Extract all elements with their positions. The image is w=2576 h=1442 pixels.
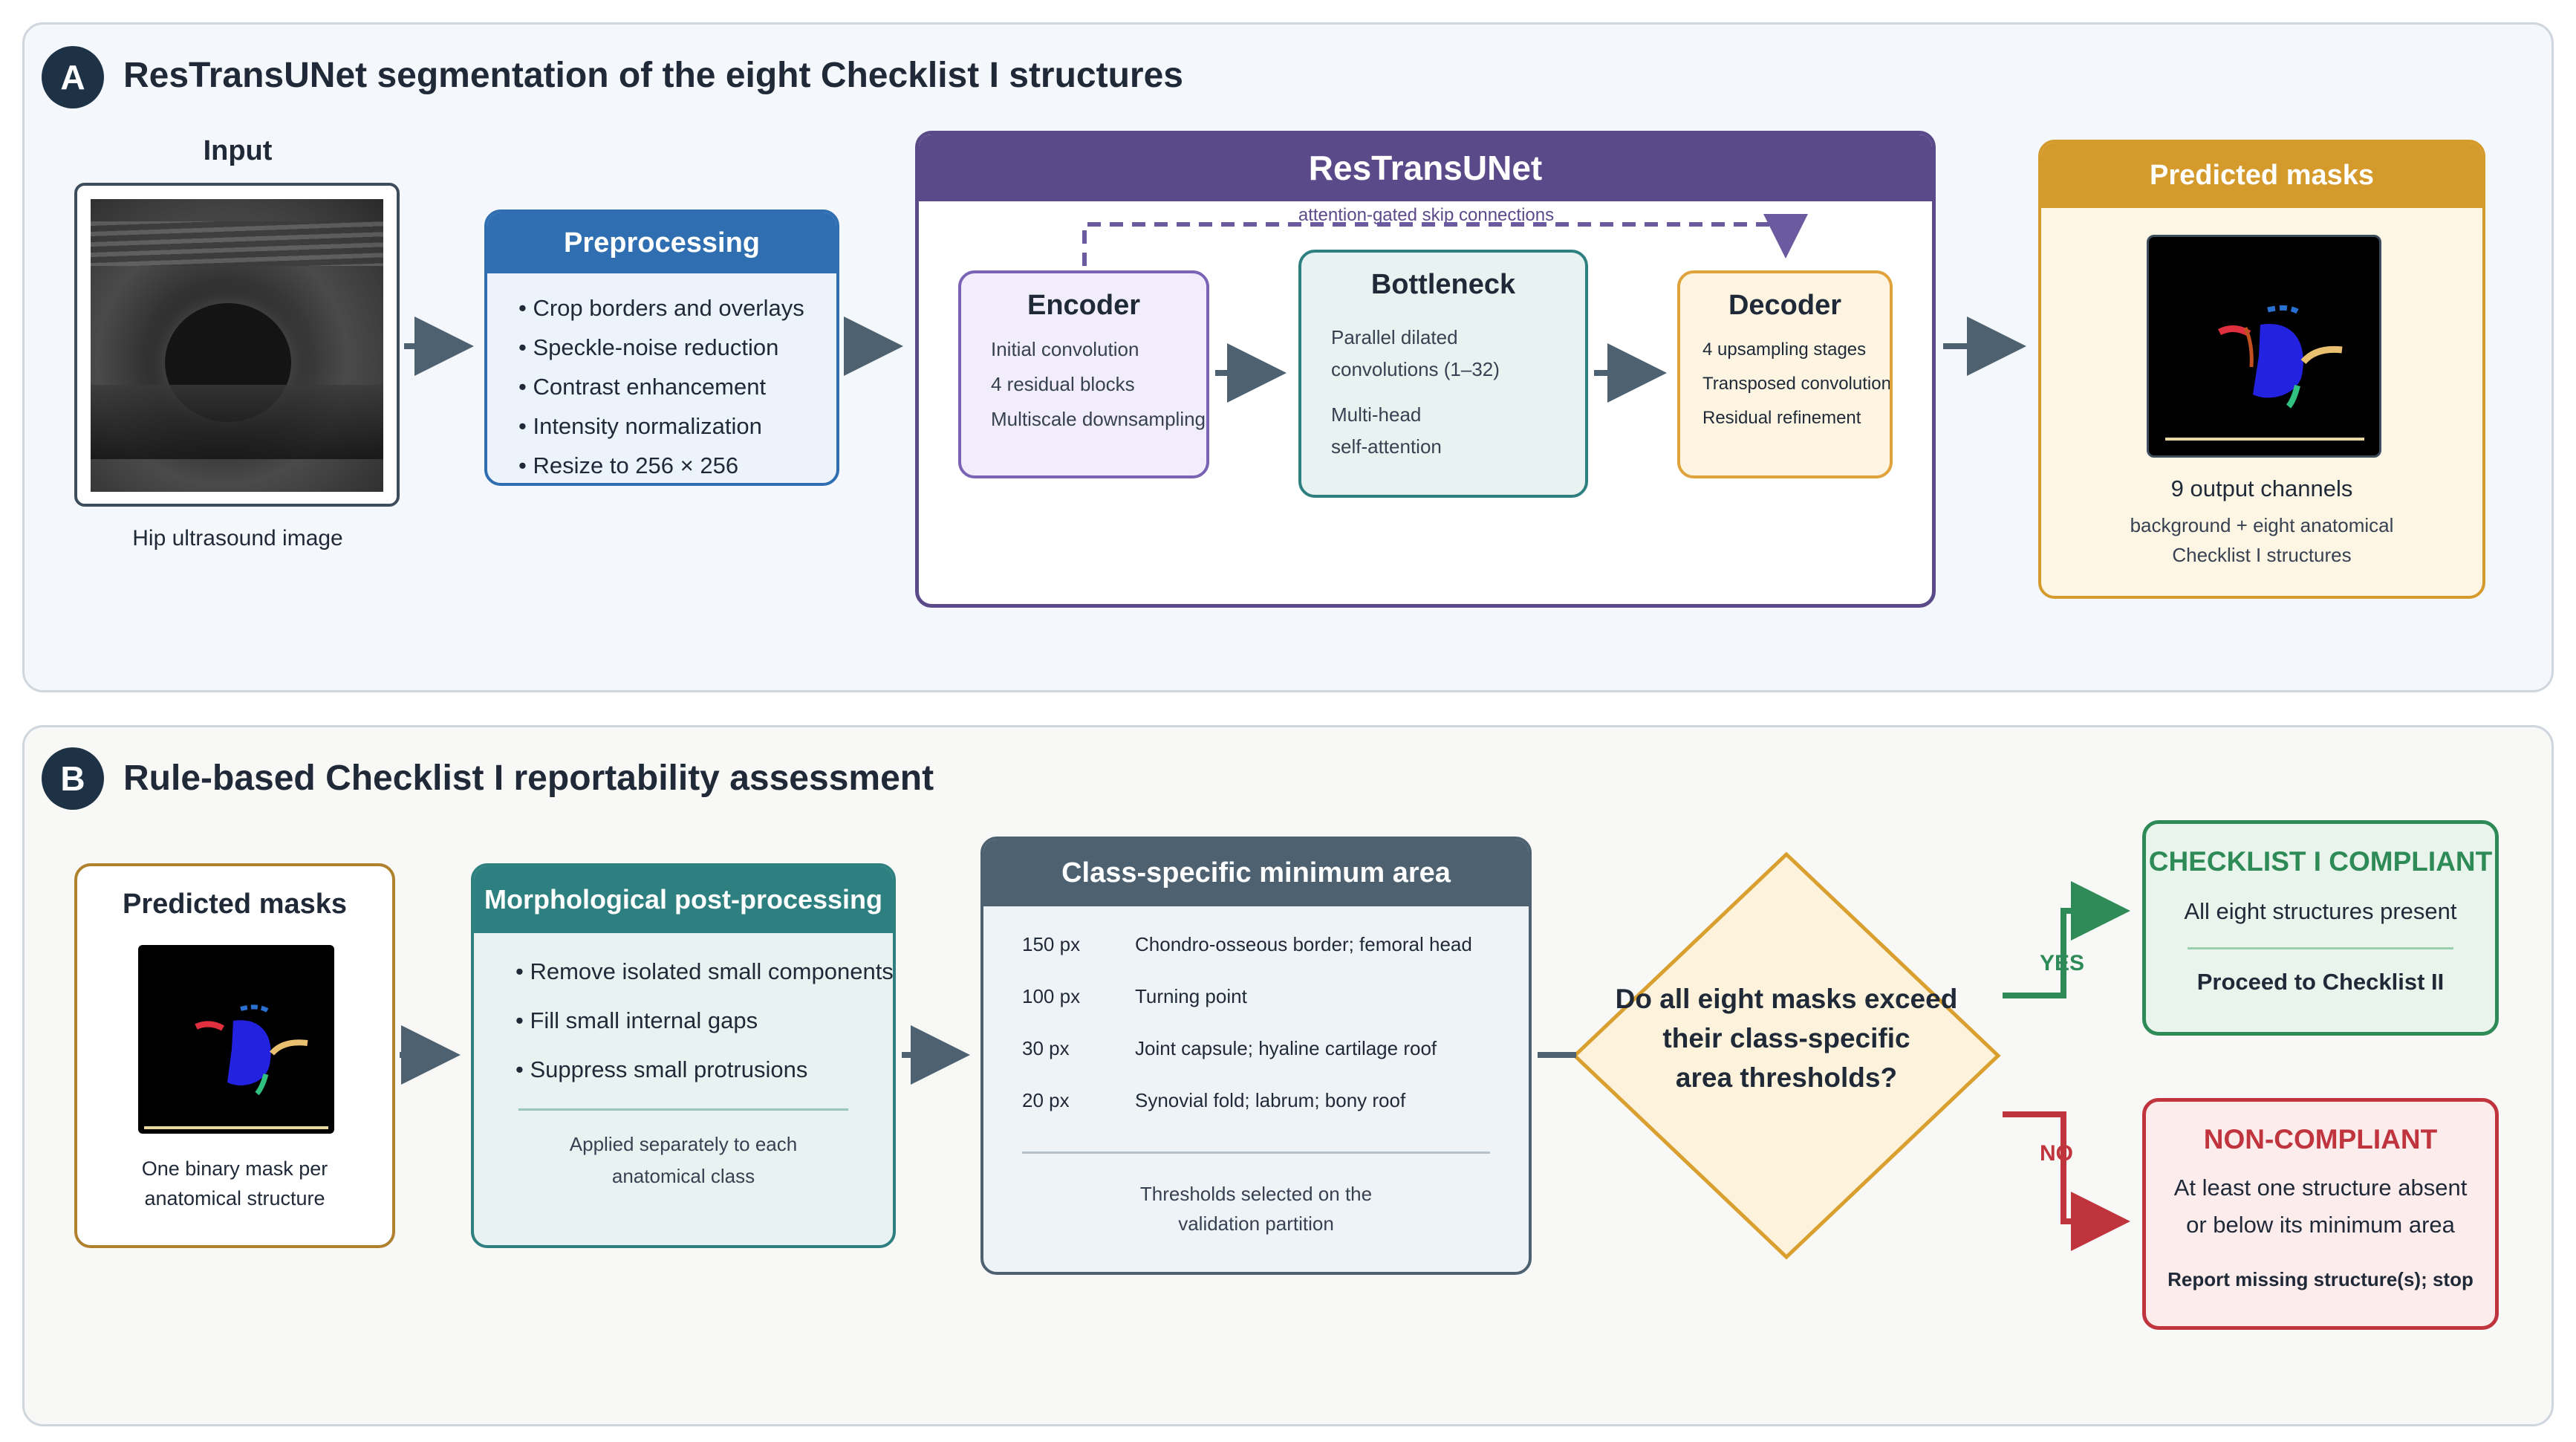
compliant-divider: [2188, 947, 2453, 949]
compliant-action: Proceed to Checklist II: [2196, 969, 2445, 995]
area-note-1: Thresholds selected on the: [1139, 1183, 1373, 1205]
no-label: NO: [2040, 1141, 2073, 1166]
skip-connection-line: [1082, 214, 1808, 266]
compliant-box: CHECKLIST I COMPLIANT All eight structur…: [2142, 820, 2499, 1036]
preprocessing-item: • Speckle-noise reduction: [518, 334, 779, 360]
masks-caption-2: anatomical structure: [144, 1187, 325, 1209]
noncompliant-desc-2: or below its minimum area: [2186, 1212, 2455, 1238]
predicted-masks-b-title: Predicted masks: [122, 889, 348, 920]
mask-b-shapes: [144, 1004, 328, 1129]
bottleneck-line: self-attention: [1331, 435, 1442, 458]
preprocessing-item: • Crop borders and overlays: [518, 295, 804, 321]
encoder-item: 4 residual blocks: [991, 373, 1135, 395]
encoder-box: Encoder Initial convolution 4 residual b…: [958, 270, 1209, 478]
output-channels: 9 output channels: [2170, 475, 2353, 501]
preprocessing-box: Preprocessing • Crop borders and overlay…: [484, 210, 839, 486]
panel-a-title: ResTransUNet segmentation of the eight C…: [123, 56, 1183, 95]
predicted-masks-box: Predicted masks 9 output channels backgr…: [2038, 140, 2485, 599]
morph-item: • Fill small internal gaps: [515, 1007, 758, 1033]
bottleneck-line: Multi-head: [1331, 403, 1422, 426]
morph-note-2: anatomical class: [611, 1165, 755, 1187]
decision-line: their class-specific: [1662, 1023, 1910, 1053]
area-note-2: validation partition: [1178, 1212, 1334, 1235]
area-threshold: 150 px: [1022, 933, 1081, 955]
morph-item: • Suppress small protrusions: [515, 1056, 808, 1082]
area-threshold: 30 px: [1022, 1037, 1070, 1059]
arrow-yes: [2003, 881, 2130, 998]
area-row: 30 px Joint capsule; hyaline cartilage ro…: [1022, 1037, 1437, 1060]
morph-box: Morphological post-processing • Remove i…: [471, 863, 896, 1248]
decision-line: Do all eight masks exceed: [1615, 984, 1958, 1014]
area-threshold: 100 px: [1022, 985, 1081, 1007]
area-row: 100 px Turning point: [1022, 985, 1247, 1008]
output-desc-1: background + eight anatomical: [2130, 514, 2394, 536]
compliant-desc: All eight structures present: [2184, 898, 2457, 924]
morph-note-1: Applied separately to each: [569, 1133, 798, 1155]
skip-connections-label: attention-gated skip connections: [1298, 205, 1555, 225]
output-desc-2: Checklist I structures: [2172, 544, 2352, 566]
preprocessing-item: • Resize to 256 × 256: [518, 452, 739, 478]
area-divider: [1022, 1152, 1490, 1154]
predicted-mask-b-image: [138, 945, 334, 1134]
panel-a-badge: A: [42, 46, 104, 108]
decoder-title: Decoder: [1728, 290, 1842, 321]
encoder-title: Encoder: [1027, 290, 1141, 321]
noncompliant-action: Report missing structure(s); stop: [2167, 1268, 2473, 1290]
area-structures: Chondro-osseous border; femoral head: [1135, 933, 1472, 955]
mask-shapes: [2165, 305, 2364, 441]
decision-line: area thresholds?: [1675, 1062, 1898, 1093]
morph-divider: [518, 1108, 848, 1111]
bottleneck-box: Bottleneck Parallel dilated convolutions…: [1298, 250, 1588, 498]
area-row: 20 px Synovial fold; labrum; bony roof: [1022, 1089, 1405, 1112]
decoder-item: Transposed convolutions: [1702, 374, 1893, 394]
encoder-item: Initial convolution: [991, 338, 1139, 360]
area-threshold: 20 px: [1022, 1089, 1070, 1111]
noncompliant-box: NON-COMPLIANT At least one structure abs…: [2142, 1098, 2499, 1330]
area-structures: Turning point: [1135, 985, 1247, 1007]
arrow-no: [2003, 1111, 2130, 1251]
input-caption: Hip ultrasound image: [132, 526, 343, 551]
area-title: Class-specific minimum area: [983, 839, 1529, 906]
preprocessing-item: • Contrast enhancement: [518, 374, 767, 400]
bottleneck-line: Parallel dilated: [1331, 326, 1458, 348]
restransunet-title: ResTransUNet: [919, 134, 1932, 201]
panel-b-title: Rule-based Checklist I reportability ass…: [123, 759, 934, 798]
preprocessing-list: • Crop borders and overlays • Speckle-no…: [487, 273, 836, 483]
area-row: 150 px Chondro-osseous border; femoral he…: [1022, 933, 1472, 956]
panel-b-badge: B: [42, 747, 104, 810]
noncompliant-title: NON-COMPLIANT: [2203, 1124, 2438, 1154]
compliant-title: CHECKLIST I COMPLIANT: [2148, 846, 2493, 877]
ultrasound-image-frame: [74, 183, 400, 507]
predicted-masks-b-box: Predicted masks One binary mask per anat…: [74, 863, 395, 1248]
noncompliant-desc-1: At least one structure absent: [2173, 1175, 2468, 1201]
morph-item: • Remove isolated small components: [515, 958, 894, 984]
encoder-item: Multiscale downsampling: [991, 408, 1206, 430]
decision-diamond: [1572, 851, 2001, 1260]
morph-title: Morphological post-processing: [474, 866, 893, 933]
bottleneck-title: Bottleneck: [1370, 269, 1516, 300]
input-title: Input: [203, 135, 273, 166]
predicted-mask-image: [2147, 235, 2381, 458]
bottleneck-line: convolutions (1–32): [1331, 358, 1500, 380]
yes-label: YES: [2040, 951, 2085, 975]
area-structures: Synovial fold; labrum; bony roof: [1135, 1089, 1406, 1111]
preprocessing-item: • Intensity normalization: [518, 413, 762, 439]
decoder-item: Residual refinement: [1702, 408, 1861, 428]
area-structures: Joint capsule; hyaline cartilage roof: [1135, 1037, 1437, 1059]
decoder-box: Decoder 4 upsampling stages Transposed c…: [1677, 270, 1893, 478]
area-box: Class-specific minimum area 150 px Chondr…: [980, 837, 1532, 1275]
predicted-masks-title: Predicted masks: [2041, 143, 2482, 208]
preprocessing-title: Preprocessing: [487, 212, 836, 273]
decision-text: Do all eight masks exceed their class-sp…: [1597, 979, 1976, 1097]
ultrasound-image: [91, 199, 383, 492]
masks-caption-1: One binary mask per: [141, 1157, 328, 1180]
decoder-item: 4 upsampling stages: [1702, 340, 1867, 360]
